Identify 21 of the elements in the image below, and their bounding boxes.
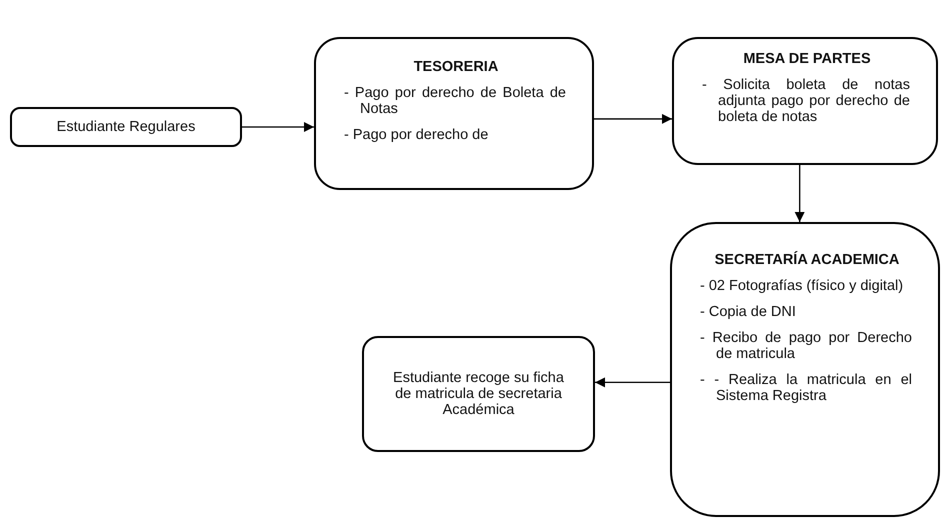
box-text: Estudiante recoge su ficha de matricula de secretaria Académica bbox=[392, 370, 565, 418]
box-heading: MESA DE PARTES bbox=[742, 51, 872, 67]
process-box bbox=[314, 37, 594, 190]
arrow bbox=[794, 165, 805, 222]
box-heading: SECRETARÍA ACADEMICA bbox=[714, 252, 900, 268]
bullet-text: - - Realiza la matricula en el Sistema Registra bbox=[700, 372, 912, 404]
bullet-text: - 02 Fotografías (físico y digital) bbox=[700, 278, 904, 294]
box-heading: TESORERIA bbox=[412, 59, 500, 75]
box-text: Estudiante Regulares bbox=[56, 119, 196, 135]
bullet-text: - Pago por derecho de bbox=[344, 127, 490, 143]
arrow bbox=[594, 114, 672, 124]
process-box bbox=[10, 107, 242, 147]
bullet-text: - Recibo de pago por Derecho de matricula bbox=[700, 330, 912, 362]
process-box bbox=[362, 336, 595, 452]
bullet-text: - Solicita boleta de notas adjunta pago por derecho de boleta de notas bbox=[702, 77, 910, 125]
bullet-text: - Pago por derecho de Boleta de Notas bbox=[344, 85, 566, 117]
process-box bbox=[670, 222, 940, 517]
process-box bbox=[672, 37, 938, 165]
arrow bbox=[595, 377, 670, 388]
arrow bbox=[242, 122, 314, 132]
bullet-text: - Copia de DNI bbox=[700, 304, 797, 320]
